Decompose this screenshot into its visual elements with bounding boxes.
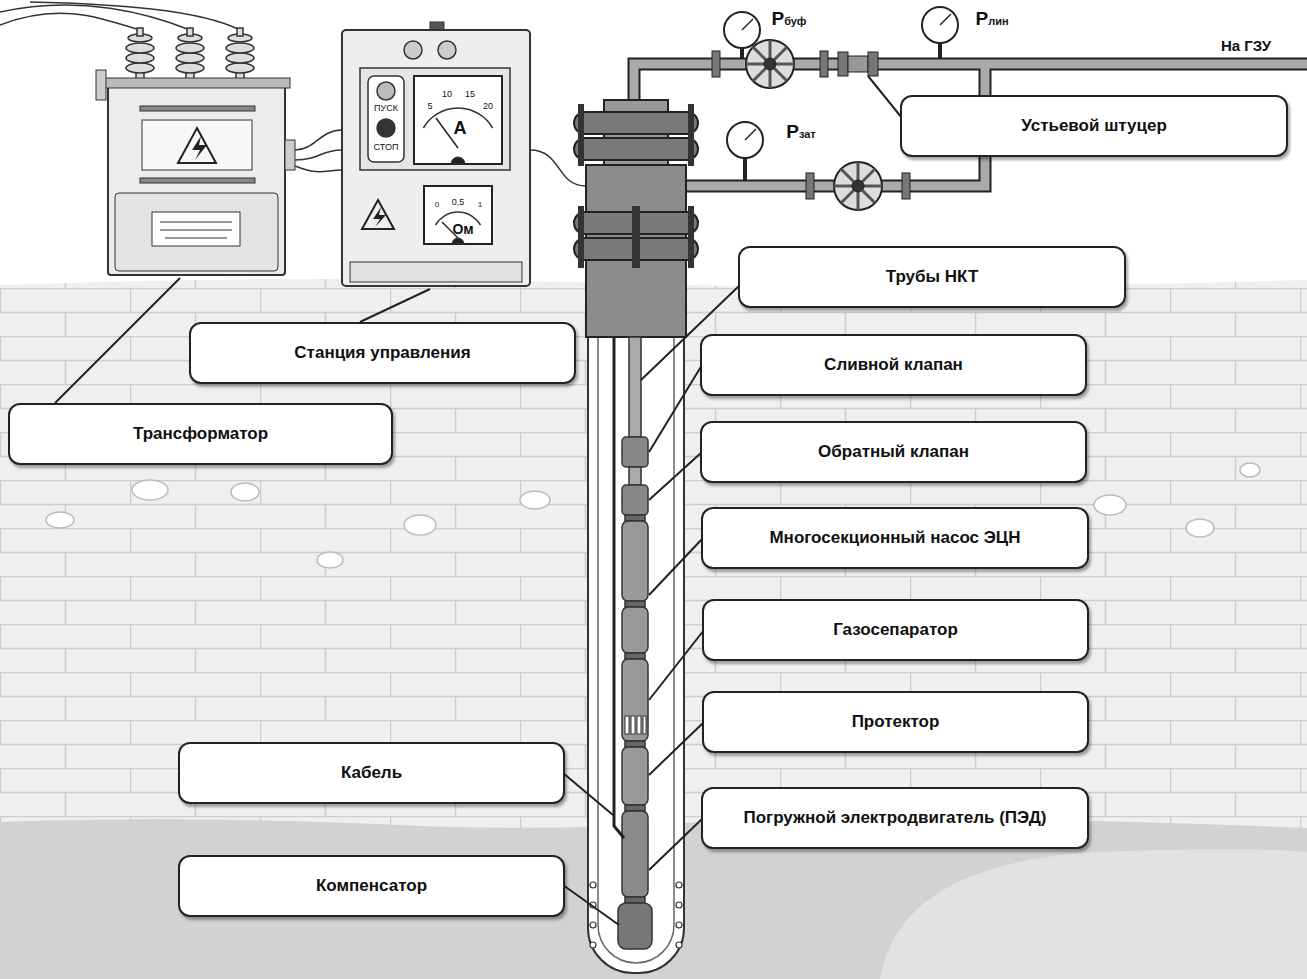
callout-box: Трубы НКТ	[738, 246, 1126, 308]
callout-text: Трубы НКТ	[886, 267, 979, 287]
callout-box: Протектор	[702, 691, 1089, 753]
callout-box: Станция управления	[189, 322, 576, 384]
callout-text: Протектор	[852, 712, 940, 732]
panel-label: 15	[465, 90, 475, 99]
panel-label: Ом	[452, 222, 473, 236]
panel-label: 0	[435, 201, 439, 209]
callout-text: Газосепаратор	[833, 620, 958, 640]
panel-label: 0,5	[452, 198, 465, 207]
callout-box: Трансформатор	[8, 403, 393, 465]
callout-box: Погружной электродвигатель (ПЭД)	[701, 787, 1089, 849]
control-station	[342, 22, 530, 286]
callout-text: Обратный клапан	[818, 442, 969, 462]
callout-box: Устьевой штуцер	[900, 95, 1288, 157]
callout-text: Кабель	[341, 763, 402, 783]
callout-box: Кабель	[178, 742, 565, 804]
callout-box: Сливной клапан	[700, 334, 1087, 396]
panel-label: СТОП	[374, 143, 399, 152]
ground-lens	[880, 849, 1307, 979]
callout-text: Сливной клапан	[824, 355, 963, 375]
callout-text: Станция управления	[294, 343, 470, 363]
pressure-label: Pзат	[786, 122, 816, 141]
panel-label: 1	[478, 201, 482, 209]
pressure-label: Pлин	[975, 9, 1008, 28]
panel-label: На ГЗУ	[1221, 38, 1271, 53]
surface-piping	[634, 64, 1307, 186]
downhole-string	[614, 337, 652, 949]
callout-box: Газосепаратор	[702, 599, 1089, 661]
pressure-label: Pбуф	[772, 9, 807, 28]
panel-label: 5	[427, 102, 432, 111]
well-casing	[588, 283, 684, 973]
callout-text: Устьевой штуцер	[1021, 116, 1167, 136]
transformer	[96, 28, 295, 275]
callout-box: Компенсатор	[178, 855, 565, 917]
wellhead	[574, 100, 698, 337]
callout-box: Обратный клапан	[700, 421, 1087, 483]
ground	[0, 279, 1307, 979]
panel-label: ПУСК	[374, 104, 398, 113]
callout-text: Погружной электродвигатель (ПЭД)	[743, 808, 1046, 828]
panel-label: 20	[483, 102, 493, 111]
callout-text: Трансформатор	[133, 424, 268, 444]
panel-label: A	[454, 119, 467, 137]
panel-label: 10	[442, 90, 452, 99]
callout-text: Многосекционный насос ЭЦН	[769, 528, 1020, 548]
callout-box: Многосекционный насос ЭЦН	[701, 507, 1089, 569]
callout-text: Компенсатор	[316, 876, 427, 896]
